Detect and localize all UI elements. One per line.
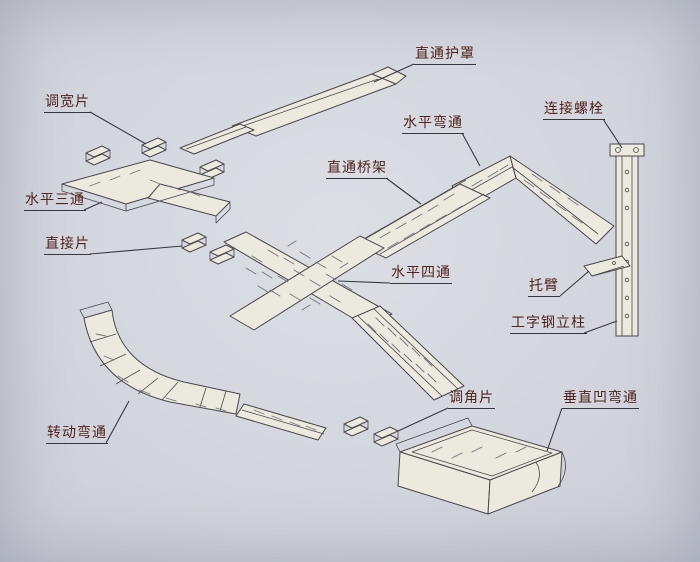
i-beam-column-drawing (609, 143, 645, 337)
label-straight-cover: 直通护罩 (414, 46, 476, 65)
label-rotating-bend: 转动弯通 (46, 425, 108, 444)
label-connecting-bolt: 连接螺栓 (543, 101, 605, 120)
horizontal-tee-drawing (61, 159, 231, 224)
link-tray-drawing (235, 403, 327, 441)
leader-connector-piece (89, 245, 183, 255)
label-width-adjust-piece: 调宽片 (44, 94, 91, 113)
label-i-beam-column: 工字钢立柱 (510, 315, 587, 334)
label-horizontal-tee: 水平三通 (24, 192, 86, 211)
leader-i-beam-column (583, 320, 618, 334)
rotating-bend-drawing (79, 301, 241, 415)
connector-pieces-drawing (181, 232, 235, 265)
leader-width-adjust-piece (89, 111, 147, 145)
leader-angle-adjust-piece (397, 407, 449, 432)
label-straight-tray: 直通桥架 (326, 160, 388, 179)
label-vertical-concave-bend: 垂直凹弯通 (562, 390, 639, 409)
leader-support-arm (559, 270, 590, 297)
leader-rotating-bend (105, 400, 130, 444)
support-arm-drawing (583, 255, 631, 277)
label-connector-piece: 直接片 (44, 236, 91, 255)
label-angle-adjust-piece: 调角片 (448, 390, 495, 409)
label-horizontal-bend: 水平弯通 (402, 115, 464, 134)
leader-connecting-bolt (602, 118, 623, 149)
vertical-concave-bend-drawing (395, 417, 566, 515)
label-horizontal-cross: 水平四通 (390, 265, 452, 284)
bolt-icon (615, 147, 621, 153)
label-support-arm: 托臂 (528, 278, 560, 297)
leader-lines (83, 63, 623, 452)
horizontal-cross-drawing (223, 231, 393, 331)
leader-horizontal-bend (461, 132, 481, 167)
branch-tray-drawing (351, 305, 465, 401)
leader-vertical-concave-bend (546, 407, 563, 452)
straight-cover-drawing (179, 66, 407, 155)
bolt-icon (633, 147, 639, 153)
leader-horizontal-cross (337, 280, 391, 284)
leader-straight-tray (385, 177, 422, 205)
horizontal-bend-drawing (451, 155, 615, 245)
angle-adjust-pieces-drawing (343, 416, 399, 447)
leader-straight-cover (373, 63, 415, 83)
leader-horizontal-tee (83, 201, 103, 211)
